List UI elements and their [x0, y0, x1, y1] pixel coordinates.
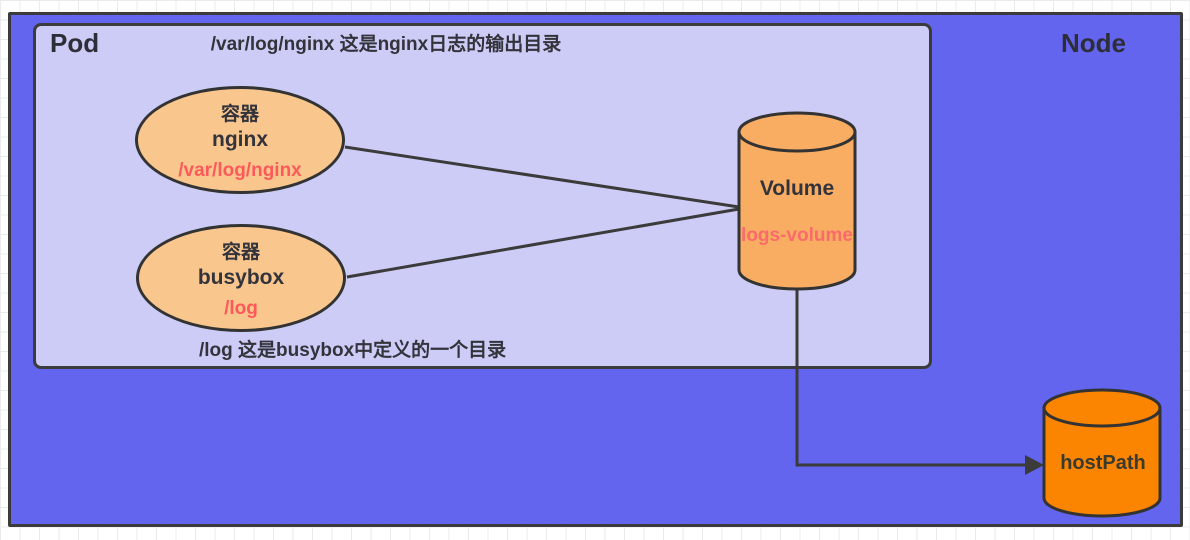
connector-volume-hostpath — [795, 289, 1030, 467]
container-nginx-ellipse: 容器 nginx /var/log/nginx — [135, 86, 345, 194]
volume-cylinder-top — [737, 111, 857, 153]
volume-cylinder-body — [737, 130, 857, 291]
container-type-label: 容器 — [220, 103, 259, 125]
mount-path-nginx: /var/log/nginx — [178, 159, 302, 181]
hostpath-cylinder — [1042, 388, 1162, 518]
busybox-log-annotation: /log 这是busybox中定义的一个目录 — [199, 340, 507, 361]
volume-name: logs-volume — [741, 225, 853, 246]
nginx-log-annotation: /var/log/nginx 这是nginx日志的输出目录 — [210, 34, 562, 55]
pod-title: Pod — [50, 28, 100, 58]
container-name-nginx: nginx — [212, 127, 268, 151]
volume-title: Volume — [759, 177, 835, 200]
hostpath-title: hostPath — [1060, 452, 1146, 474]
hostpath-cylinder-top — [1042, 388, 1162, 428]
node-title: Node — [1061, 28, 1126, 58]
connector-nginx-volume — [344, 145, 740, 209]
hostpath-cylinder-body — [1042, 406, 1162, 518]
mount-path-busybox: /log — [224, 297, 258, 319]
arrowhead-into-hostpath — [1025, 455, 1044, 475]
volume-cylinder — [737, 111, 857, 291]
connector-busybox-volume — [346, 207, 740, 279]
container-busybox-ellipse: 容器 busybox /log — [136, 224, 346, 332]
container-name-busybox: busybox — [197, 265, 285, 289]
container-type-label: 容器 — [221, 241, 260, 263]
